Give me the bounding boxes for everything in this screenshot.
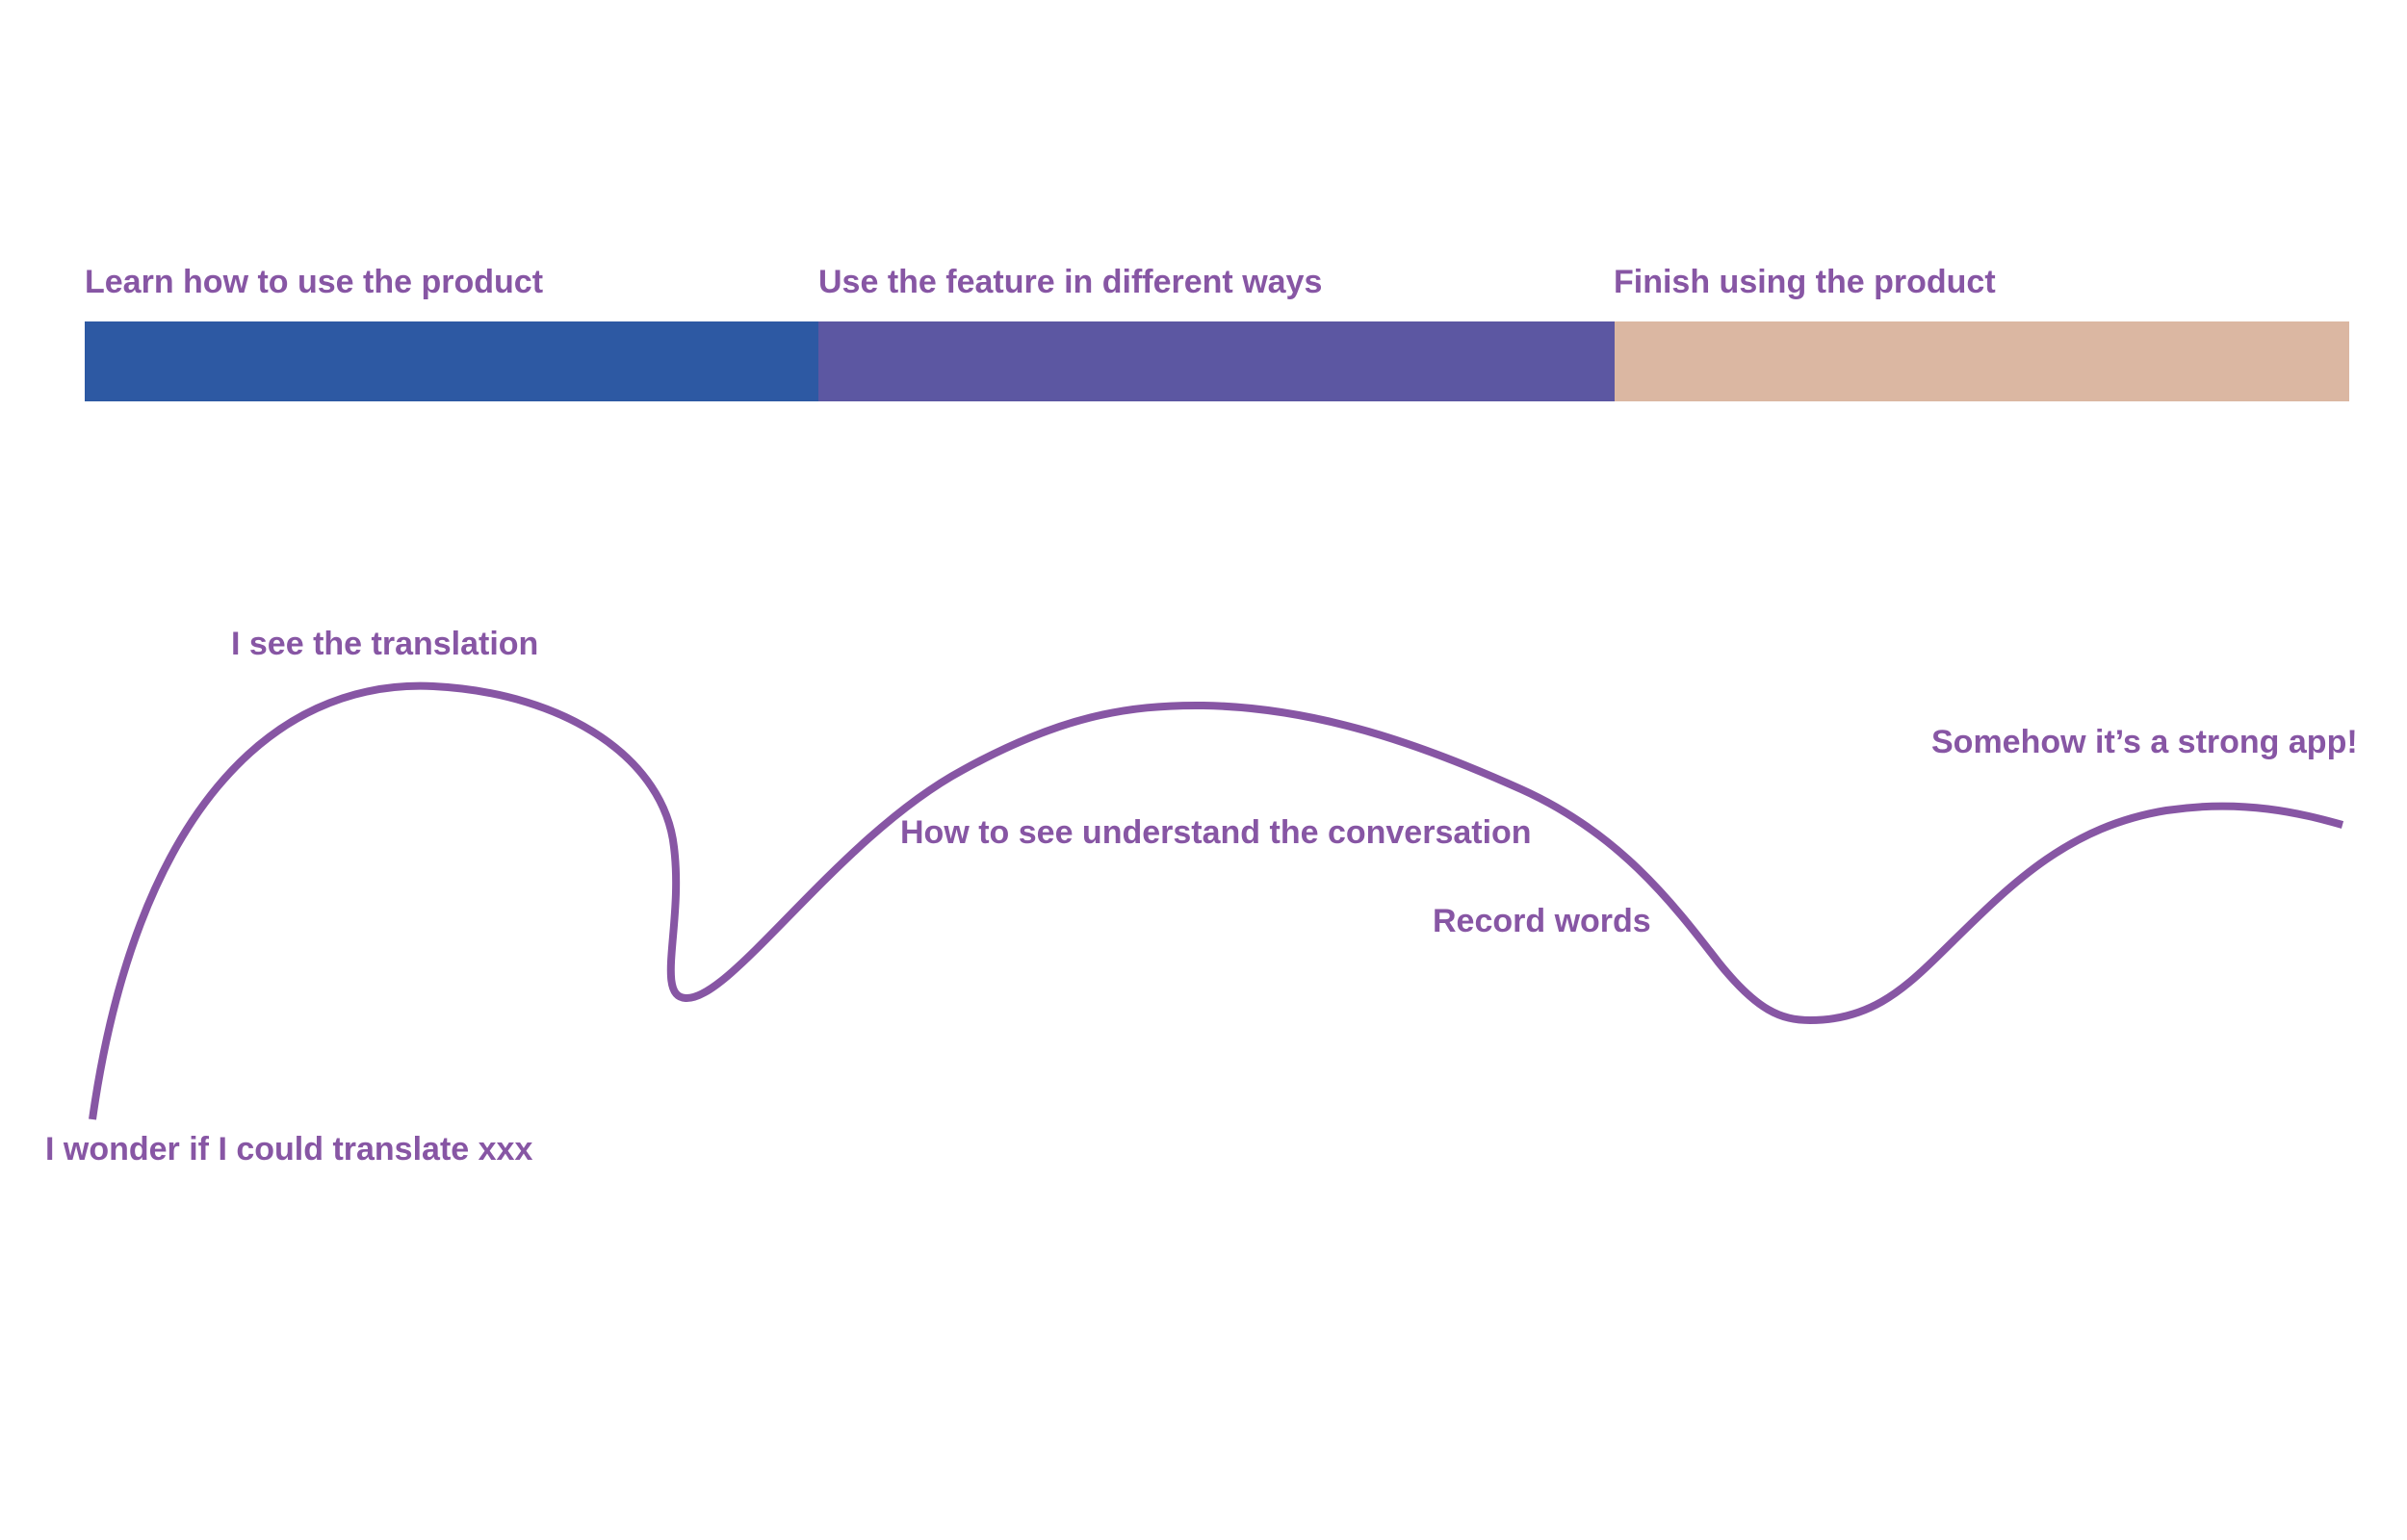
moment-label-wonder: I wonder if I could translate xxx: [45, 1131, 532, 1168]
moment-label-see-translation: I see the translation: [231, 626, 538, 662]
stage-label-use: Use the feature in different ways: [818, 264, 1322, 300]
stage-label-learn: Learn how to use the product: [85, 264, 543, 300]
moment-label-strong-app: Somehow it’s a strong app!: [1931, 724, 2358, 760]
stage-bar-use: [818, 321, 1615, 401]
stage-bar-learn: [85, 321, 818, 401]
moment-label-record-words: Record words: [1433, 903, 1651, 939]
stage-label-finish: Finish using the product: [1614, 264, 1996, 300]
emotion-curve: [89, 681, 2344, 1120]
moment-label-understand-conversation: How to see understand the conversation: [900, 814, 1532, 851]
stage-bar-finish: [1615, 321, 2349, 401]
